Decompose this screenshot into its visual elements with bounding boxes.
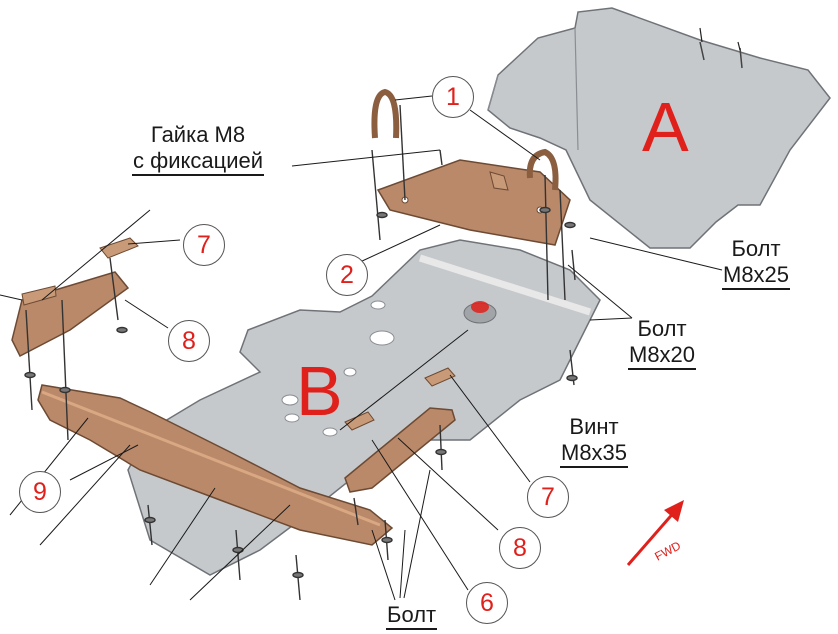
plate-a-letter: A	[642, 88, 689, 166]
bracket-2	[376, 159, 571, 246]
plate-7-right-b	[344, 411, 375, 431]
bolt-bottom-text: Болт	[386, 602, 438, 630]
screw-line1: Винт	[569, 414, 619, 439]
leader-lines	[0, 95, 723, 601]
callout-9: 9	[19, 471, 61, 513]
bolt-m8x20-line2: M8x20	[628, 342, 697, 370]
nut-label-line2: с фиксацией	[132, 148, 265, 176]
bolt-m8x25-line1: Болт	[731, 236, 781, 261]
callout-7-right: 7	[527, 476, 569, 518]
bolt-bottom-label: Болт	[386, 602, 438, 630]
fwd-arrow-icon	[626, 500, 684, 566]
clamp-1	[371, 88, 559, 191]
callout-8-right: 8	[499, 527, 541, 569]
screw-line2: M8x35	[560, 440, 629, 468]
plate-a	[487, 7, 831, 249]
bolt-m8x25-line2: M8x25	[722, 262, 791, 290]
callout-7-left: 7	[183, 224, 225, 266]
plate-7-right	[424, 367, 456, 387]
callout-1: 1	[432, 76, 474, 118]
callout-8-left: 8	[168, 320, 210, 362]
callout-6: 6	[466, 582, 508, 624]
bolt-m8x25-label: Болт M8x25	[722, 236, 791, 290]
plate-b-letter: B	[296, 352, 343, 430]
nut-label-line1: Гайка M8	[150, 122, 246, 147]
plate-7-left	[99, 237, 139, 259]
bolt-m8x20-line1: Болт	[637, 316, 687, 341]
bolt-m8x20-label: Болт M8x20	[628, 316, 697, 370]
callout-2: 2	[326, 254, 368, 296]
screw-m8x35-label: Винт M8x35	[560, 414, 629, 468]
crossmember-9	[37, 384, 394, 546]
bracket-8-left	[11, 271, 130, 358]
fasteners	[24, 104, 578, 601]
bracket-8-right	[344, 407, 456, 493]
nut-label: Гайка M8 с фиксацией	[132, 122, 265, 176]
